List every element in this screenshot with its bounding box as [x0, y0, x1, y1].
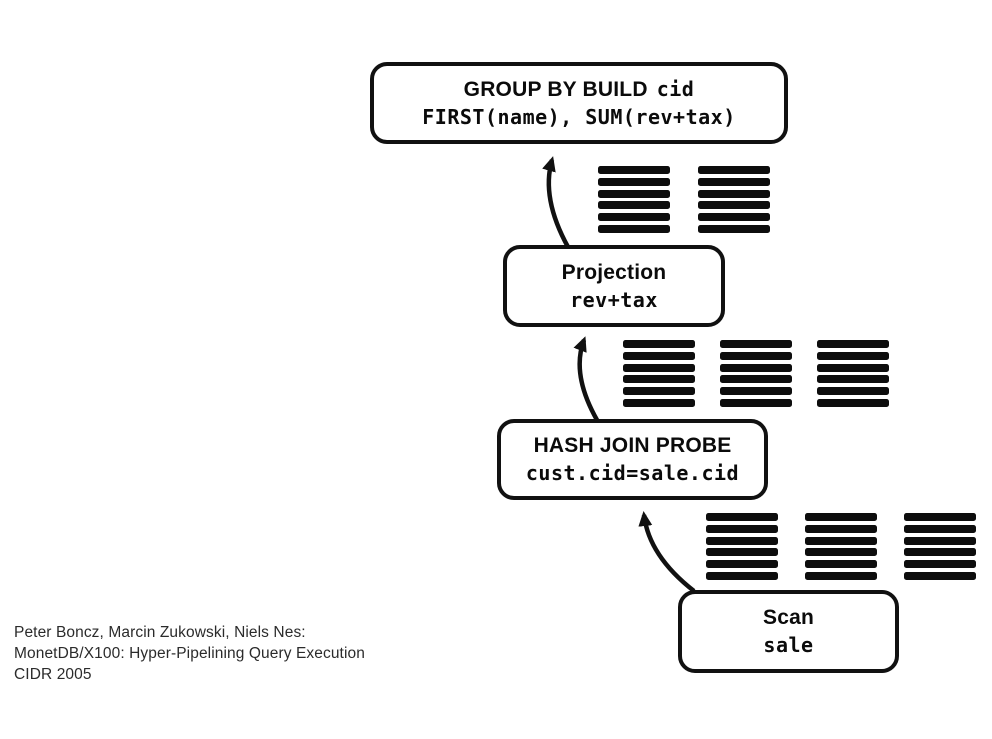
- vector-bar: [706, 536, 778, 545]
- node-group-by-build-title: GROUP BY BUILD cid: [463, 76, 695, 101]
- vector-bar: [598, 201, 670, 210]
- node-projection: Projection rev+tax: [503, 245, 725, 327]
- vector-bar: [904, 536, 976, 545]
- vector-bar: [805, 513, 877, 521]
- vector-bar: [623, 340, 695, 348]
- node-group-by-build: GROUP BY BUILD cid FIRST(name), SUM(rev+t…: [370, 62, 788, 144]
- citation-venue: CIDR 2005: [14, 666, 92, 683]
- vector-batch-group-top: [598, 166, 770, 233]
- node-title-text: HASH JOIN PROBE: [533, 434, 732, 457]
- vector-bar: [598, 189, 670, 198]
- node-title-arg: cid: [656, 76, 695, 101]
- vector-bar: [817, 340, 889, 348]
- vector-batch-group-middle: [623, 340, 889, 407]
- vector-bar: [805, 536, 877, 545]
- vector-bar: [598, 213, 670, 222]
- vector-bar: [720, 351, 792, 360]
- vector-bar: [706, 524, 778, 533]
- vector-bar: [698, 224, 770, 233]
- vector-bar: [904, 571, 976, 580]
- citation-title: MonetDB/X100: Hyper-Pipelining Query Exe…: [14, 645, 365, 662]
- node-projection-title: Projection: [562, 261, 667, 284]
- vector-bar: [598, 224, 670, 233]
- vector-bar: [904, 548, 976, 557]
- vector-bar: [720, 387, 792, 396]
- node-group-by-build-expression: FIRST(name), SUM(rev+tax): [422, 104, 736, 129]
- vector-bar: [720, 398, 792, 407]
- node-hash-join-probe: HASH JOIN PROBE cust.cid=sale.cid: [497, 419, 768, 500]
- vector-bar: [904, 560, 976, 569]
- node-scan-title: Scan: [763, 606, 814, 629]
- vector-bar: [904, 524, 976, 533]
- vector-batch: [720, 340, 792, 407]
- vector-bar: [623, 351, 695, 360]
- vector-bar: [720, 363, 792, 372]
- vector-bar: [805, 524, 877, 533]
- vector-bar: [817, 375, 889, 384]
- vector-bar: [720, 375, 792, 384]
- citation-authors: Peter Boncz, Marcin Zukowski, Niels Nes:: [14, 624, 306, 641]
- node-title-text: GROUP BY BUILD: [463, 77, 648, 101]
- vector-bar: [698, 177, 770, 186]
- vector-bar: [698, 213, 770, 222]
- node-hash-join-probe-expression: cust.cid=sale.cid: [525, 461, 740, 485]
- vector-bar: [817, 363, 889, 372]
- vector-batch: [817, 340, 889, 407]
- vector-bar: [706, 513, 778, 521]
- vector-bar: [817, 387, 889, 396]
- vector-bar: [598, 166, 670, 174]
- node-scan-expression: sale: [763, 633, 814, 657]
- vector-bar: [623, 375, 695, 384]
- arrow-hashjoin-to-projection: [573, 336, 599, 422]
- vector-bar: [720, 340, 792, 348]
- vector-bar: [817, 351, 889, 360]
- vector-bar: [698, 189, 770, 198]
- node-title-text: Scan: [763, 606, 814, 629]
- vector-batch: [706, 513, 778, 580]
- vector-batch-group-bottom: [706, 513, 976, 580]
- vector-bar: [817, 398, 889, 407]
- vector-bar: [805, 548, 877, 557]
- arrow-projection-to-groupby: [542, 156, 570, 249]
- vector-batch: [698, 166, 770, 233]
- node-scan: Scan sale: [678, 590, 899, 673]
- node-projection-expression: rev+tax: [570, 287, 658, 312]
- vector-bar: [904, 513, 976, 521]
- vector-bar: [698, 201, 770, 210]
- vector-bar: [706, 560, 778, 569]
- vector-bar: [706, 571, 778, 580]
- vector-batch: [805, 513, 877, 580]
- vector-batch: [598, 166, 670, 233]
- vector-bar: [623, 398, 695, 407]
- node-hash-join-probe-title: HASH JOIN PROBE: [534, 434, 732, 457]
- arrow-scan-to-hashjoin: [638, 511, 696, 593]
- vector-bar: [698, 166, 770, 174]
- vector-bar: [805, 560, 877, 569]
- vector-batch: [904, 513, 976, 580]
- node-title-text: Projection: [561, 260, 667, 284]
- citation: Peter Boncz, Marcin Zukowski, Niels Nes:…: [14, 622, 365, 685]
- vector-bar: [598, 177, 670, 186]
- vector-batch: [623, 340, 695, 407]
- vector-bar: [623, 363, 695, 372]
- vector-bar: [623, 387, 695, 396]
- vector-bar: [706, 548, 778, 557]
- vector-bar: [805, 571, 877, 580]
